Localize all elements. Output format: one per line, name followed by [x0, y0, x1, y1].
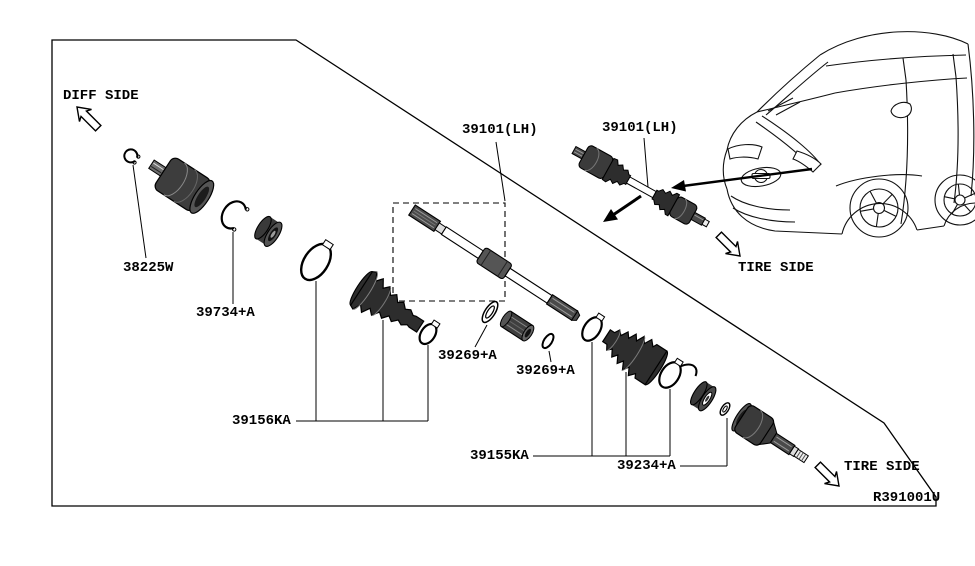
- tire-side-lower-arrow-icon: [814, 461, 840, 487]
- side-mirror-icon: [890, 101, 912, 119]
- part-label-39269a-upper: 39269+A: [438, 348, 497, 364]
- washer-39269a-upper-icon: [481, 300, 499, 324]
- snap-ring-39734a-icon: [220, 200, 250, 232]
- washer-small-outer-icon: [719, 402, 731, 416]
- damper-dashed-box: [392, 202, 506, 302]
- leader-lines: [132, 137, 728, 467]
- axle-location-arrow: [671, 167, 813, 192]
- diagram-ref-code: R391001U: [873, 490, 941, 506]
- car-illustration: [722, 31, 975, 238]
- boot-clamp-outer-small-icon: [581, 312, 606, 342]
- rear-wheel-icon: [934, 174, 975, 226]
- front-wheel-icon: [849, 178, 909, 238]
- part-label-39269a-lower: 39269+A: [516, 363, 575, 379]
- inner-boot-icon: [349, 270, 425, 333]
- part-label-39234a: 39234+A: [617, 458, 676, 474]
- part-label-39156ka: 39156KA: [232, 413, 291, 429]
- tire-side-upper-arrow-icon: [715, 231, 741, 257]
- assembled-axle-icon: [571, 145, 710, 228]
- tire-side-upper-label: TIRE SIDE: [738, 260, 814, 276]
- washer-39269a-lower-icon: [541, 332, 555, 350]
- part-label-39734a: 39734+A: [196, 305, 255, 321]
- part-label-38225w: 38225W: [123, 260, 174, 276]
- snap-ring-38225w-icon: [123, 148, 141, 165]
- boot-clamp-large-left-icon: [299, 239, 334, 282]
- part-label-39101-right: 39101(LH): [602, 120, 678, 136]
- diagram-frame: [51, 39, 937, 507]
- outer-boot-icon: [601, 329, 669, 386]
- axle-direction-arrow: [603, 194, 642, 222]
- dust-shield-39234a-icon: [689, 381, 717, 412]
- boot-clamp-outer-large-icon: [658, 357, 698, 389]
- headlight-left-icon: [727, 144, 763, 160]
- inner-joint-housing-icon: [148, 157, 215, 214]
- spider-bearing-left-icon: [254, 215, 283, 247]
- diff-side-arrow-icon: [76, 106, 102, 132]
- boot-clamp-small-left-icon: [418, 319, 441, 346]
- diff-side-label: DIFF SIDE: [63, 88, 139, 104]
- outer-cv-joint-icon: [731, 403, 810, 464]
- drive-shaft-icon: [407, 204, 581, 322]
- headlight-right-icon: [792, 150, 822, 173]
- tire-side-lower-label: TIRE SIDE: [844, 459, 920, 475]
- part-label-39101-left: 39101(LH): [462, 122, 538, 138]
- splined-sleeve-icon: [499, 310, 535, 342]
- part-label-39155ka: 39155KA: [470, 448, 529, 464]
